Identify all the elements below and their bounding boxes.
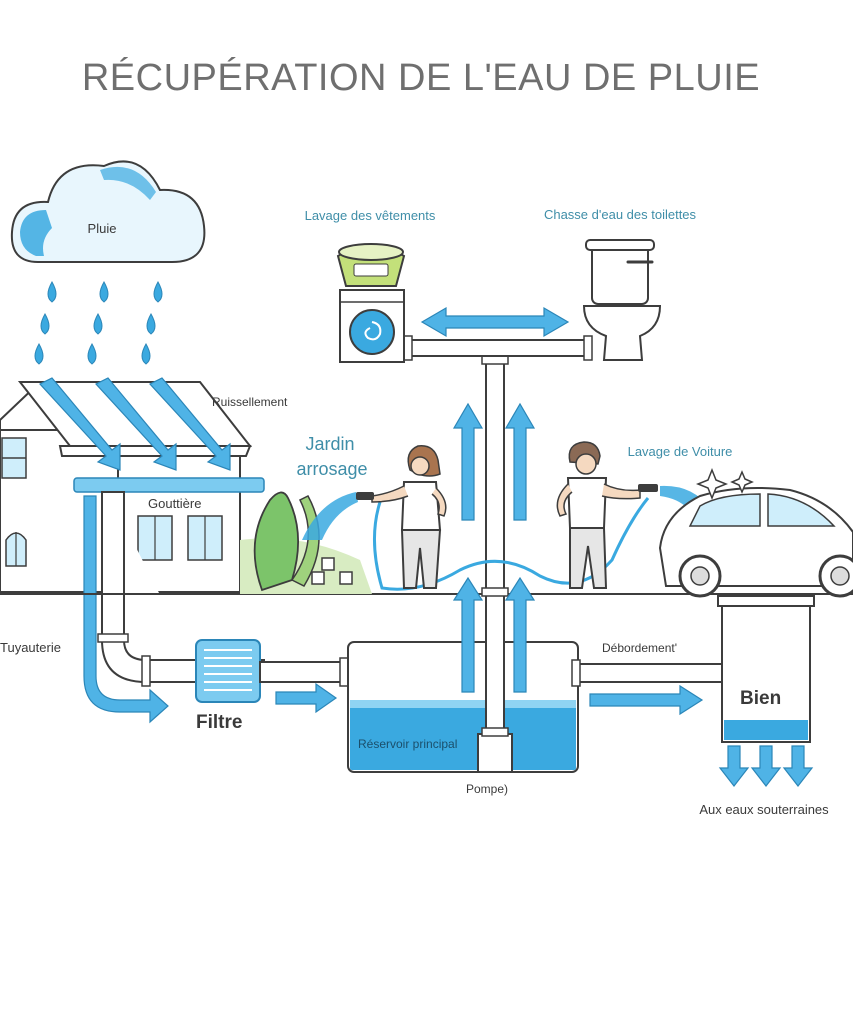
toilet-icon	[582, 239, 662, 361]
house-icon	[0, 377, 265, 593]
riser-pipe	[403, 335, 593, 737]
distribution-arrow	[420, 306, 570, 338]
overflow-pipe	[571, 659, 731, 716]
overflow-label: Débordement'	[602, 641, 677, 655]
well-label: Bien	[740, 688, 781, 709]
groundwater-label: Aux eaux souterraines	[699, 802, 829, 817]
piping-label: Tuyauterie	[0, 640, 61, 655]
washing-machine-icon	[336, 243, 406, 363]
page-title: RÉCUPÉRATION DE L'EAU DE PLUIE	[82, 56, 760, 99]
laundry-label: Lavage des vêtements	[305, 208, 436, 223]
tank-label: Réservoir principal	[358, 737, 457, 751]
garden-label-2: arrosage	[296, 459, 367, 479]
runoff-label: Ruissellement	[212, 395, 288, 409]
well-icon	[717, 595, 815, 787]
gutter-label: Gouttière	[148, 496, 201, 511]
pump-label: Pompe)	[466, 782, 508, 796]
pump-icon	[477, 733, 513, 773]
toilet-label: Chasse d'eau des toilettes	[544, 207, 697, 222]
cloud-icon	[10, 160, 206, 263]
person-watering-icon	[302, 445, 650, 591]
upflow-arrows	[452, 402, 536, 693]
filter-icon	[195, 639, 349, 714]
garden-label-1: Jardin	[305, 434, 354, 454]
downspout-pipe	[83, 491, 201, 724]
car-wash-label: Lavage de Voiture	[628, 444, 733, 459]
filter-label: Filtre	[196, 712, 242, 733]
car-icon	[658, 467, 853, 598]
raindrop-icon	[34, 280, 163, 365]
rain-label: Pluie	[88, 221, 117, 236]
plant-icon	[240, 491, 372, 594]
